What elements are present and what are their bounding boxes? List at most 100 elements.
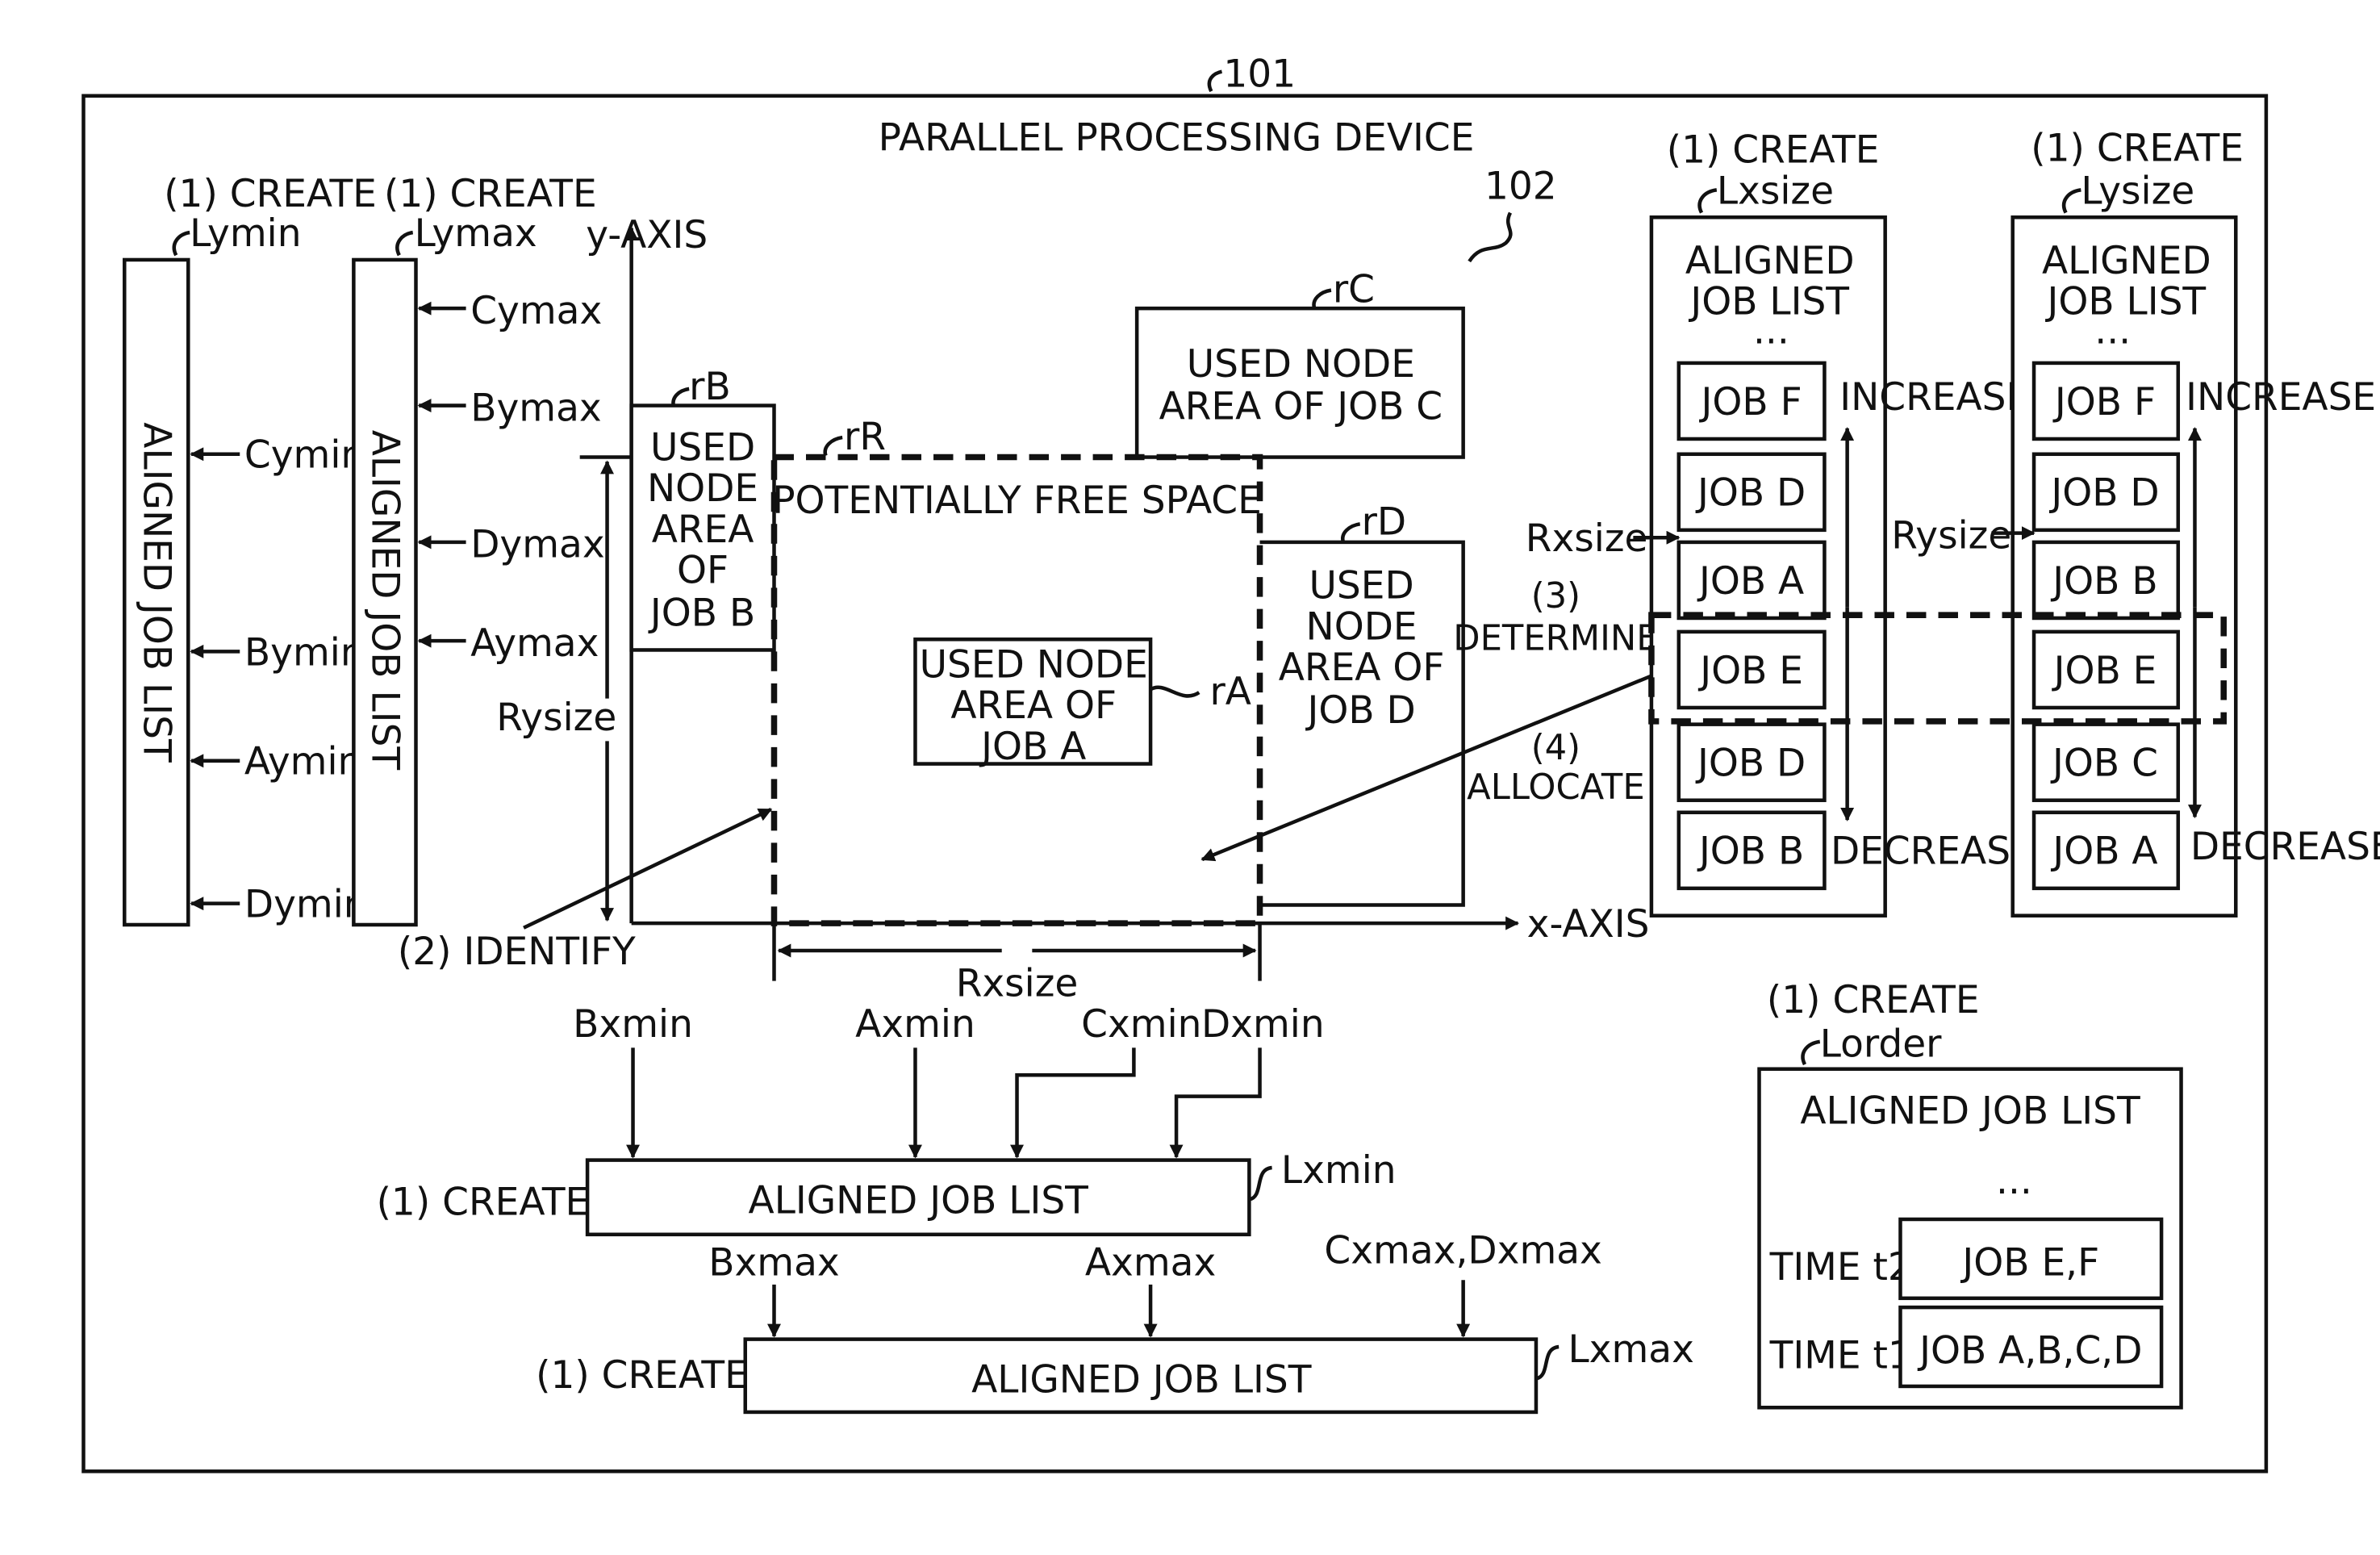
rb-tag: rB <box>689 365 731 409</box>
lysize-input-label: Rysize <box>1891 513 2011 558</box>
ra-tag: rA <box>1209 670 1251 714</box>
svg-text:ALIGNED: ALIGNED <box>1685 239 1855 283</box>
lorder-name: Lorder <box>1820 1022 1942 1067</box>
lymin-create-label: (1) CREATE <box>164 172 377 216</box>
lymin-entries: Cymin Bymin Aymin Dymin <box>191 433 368 927</box>
x-axis-label: x-AXIS <box>1527 902 1650 947</box>
determine-label: DETERMINE <box>1453 618 1658 658</box>
time-t1-label: TIME t1 <box>1769 1333 1912 1377</box>
allocate-step-number: (4) <box>1531 728 1580 768</box>
rxsize-label: Rxsize <box>956 961 1079 1005</box>
lxsize-input-label: Rxsize <box>1526 516 1648 561</box>
job-d-area-label: USED NODE AREA OF JOB D <box>1279 563 1445 732</box>
svg-text:AREA: AREA <box>652 508 754 552</box>
list-item-label: JOB D <box>1695 471 1806 516</box>
lxmin-create-label: (1) CREATE <box>377 1180 590 1224</box>
list-item-label: JOB E,F <box>1960 1241 2099 1285</box>
list-item-label: JOB B <box>2050 559 2157 604</box>
lysize-decrease-label: DECREASE <box>2190 825 2380 869</box>
list-item-label: JOB A <box>2050 830 2157 874</box>
lxmax-list-label: ALIGNED JOB LIST <box>971 1357 1312 1402</box>
list-item-label: JOB D <box>2048 471 2159 516</box>
list-item-label: JOB D <box>1695 742 1806 786</box>
lysize-increase-label: INCREASE <box>2186 375 2376 420</box>
list-item-label: JOB A <box>1697 559 1804 604</box>
svg-text:AREA OF JOB C: AREA OF JOB C <box>1159 384 1443 428</box>
lorder-ellipsis: ... <box>1996 1159 2032 1203</box>
device-ref-leader <box>1209 72 1222 91</box>
lymax-create-label: (1) CREATE <box>384 172 597 216</box>
identify-label: (2) IDENTIFY <box>398 930 636 974</box>
allocate-label: ALLOCATE <box>1467 767 1645 808</box>
aymin-label: Aymin <box>244 740 361 784</box>
lxsize-ellipsis: ... <box>1753 308 1789 353</box>
svg-text:USED: USED <box>1309 563 1414 608</box>
rd-leader <box>1342 524 1359 542</box>
lymax-entries: Cymax Bymax Dymax Aymax <box>419 289 604 666</box>
svg-text:ALIGNED: ALIGNED <box>2042 239 2211 283</box>
lysize-create-label: (1) CREATE <box>2031 127 2244 171</box>
list-item-label: JOB A,B,C,D <box>1917 1329 2142 1373</box>
lymin-list-label: ALIGNED JOB LIST <box>134 422 178 763</box>
bxmin-label: Bxmin <box>573 1002 693 1047</box>
list-item-label: JOB F <box>2052 380 2156 424</box>
svg-text:NODE: NODE <box>647 466 758 511</box>
lxsize-name: Lxsize <box>1717 169 1834 213</box>
cymax-label: Cymax <box>470 289 602 333</box>
job-c-area-label: USED NODE AREA OF JOB C <box>1159 342 1443 429</box>
lysize-name: Lysize <box>2081 169 2194 213</box>
lymin-leader <box>174 232 190 255</box>
rd-tag: rD <box>1362 500 1407 544</box>
list-item-label: JOB C <box>2050 742 2158 786</box>
job-b-area-label: USED NODE AREA OF JOB B <box>647 425 758 635</box>
dymax-label: Dymax <box>470 523 604 567</box>
cxmin-arrow <box>1017 1047 1134 1156</box>
svg-text:JOB A: JOB A <box>979 725 1086 769</box>
svg-text:AREA OF: AREA OF <box>950 683 1117 728</box>
dxmin-arrow <box>1176 1047 1259 1156</box>
lxmax-leader <box>1536 1347 1559 1379</box>
lymin-name: Lymin <box>190 211 301 256</box>
lorder-list-label: ALIGNED JOB LIST <box>1800 1089 2140 1133</box>
device-title: PARALLEL PROCESSING DEVICE <box>879 115 1475 160</box>
svg-text:OF: OF <box>677 549 729 593</box>
lorder-leader <box>1803 1042 1820 1064</box>
dymin-label: Dymin <box>244 883 368 927</box>
diagram-ref-leader <box>1469 213 1510 261</box>
svg-text:JOB D: JOB D <box>1305 688 1415 733</box>
device-ref-label: 101 <box>1223 52 1296 96</box>
lxmin-name: Lxmin <box>1281 1148 1397 1193</box>
list-item-label: JOB F <box>1699 380 1802 424</box>
lysize-ellipsis: ... <box>2094 308 2131 353</box>
list-item-label: JOB E <box>1697 649 1803 693</box>
allocate-arrow <box>1202 673 1659 859</box>
axmax-label: Axmax <box>1085 1241 1216 1285</box>
bymin-label: Bymin <box>244 630 365 675</box>
lymax-list-label: ALIGNED JOB LIST <box>362 430 407 771</box>
lxsize-leader <box>1700 190 1717 212</box>
lorder-create-label: (1) CREATE <box>1767 978 1980 1022</box>
lxsize-decrease-label: DECREASE <box>1831 830 2035 874</box>
rc-tag: rC <box>1333 268 1375 312</box>
rc-leader <box>1314 291 1331 309</box>
lxmin-leader <box>1249 1168 1271 1200</box>
lxsize-increase-label: INCREASE <box>1839 375 2030 420</box>
rysize-label: Rysize <box>496 696 616 740</box>
aymax-label: Aymax <box>470 621 599 666</box>
svg-text:NODE: NODE <box>1306 604 1418 649</box>
y-axis-label: y-AXIS <box>586 213 708 257</box>
cxmax-dxmax-label: Cxmax,Dxmax <box>1324 1229 1602 1273</box>
ra-leader <box>1150 688 1199 696</box>
time-t2-label: TIME t2 <box>1769 1245 1912 1290</box>
cymin-label: Cymin <box>244 433 365 478</box>
svg-text:USED NODE: USED NODE <box>920 642 1148 687</box>
lysize-leader <box>2064 190 2081 212</box>
bxmax-label: Bxmax <box>708 1241 840 1285</box>
rr-leader <box>825 437 842 456</box>
svg-text:AREA OF: AREA OF <box>1279 646 1445 690</box>
lymax-name: Lymax <box>415 211 537 256</box>
identify-arrow <box>524 809 771 928</box>
lxsize-create-label: (1) CREATE <box>1667 128 1880 173</box>
svg-text:USED: USED <box>650 425 755 470</box>
